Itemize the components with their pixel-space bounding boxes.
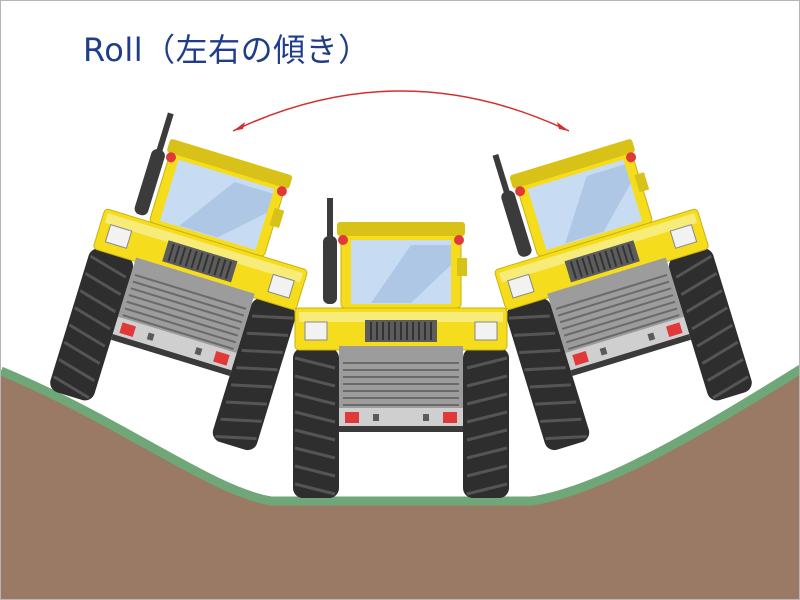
diagram-title: Roll（左右の傾き）: [83, 31, 371, 69]
ground-fill: [1, 370, 799, 599]
tractor-front-view: [291, 196, 511, 500]
grass-line: [1, 365, 799, 506]
double-arrow-icon: [232, 90, 570, 132]
